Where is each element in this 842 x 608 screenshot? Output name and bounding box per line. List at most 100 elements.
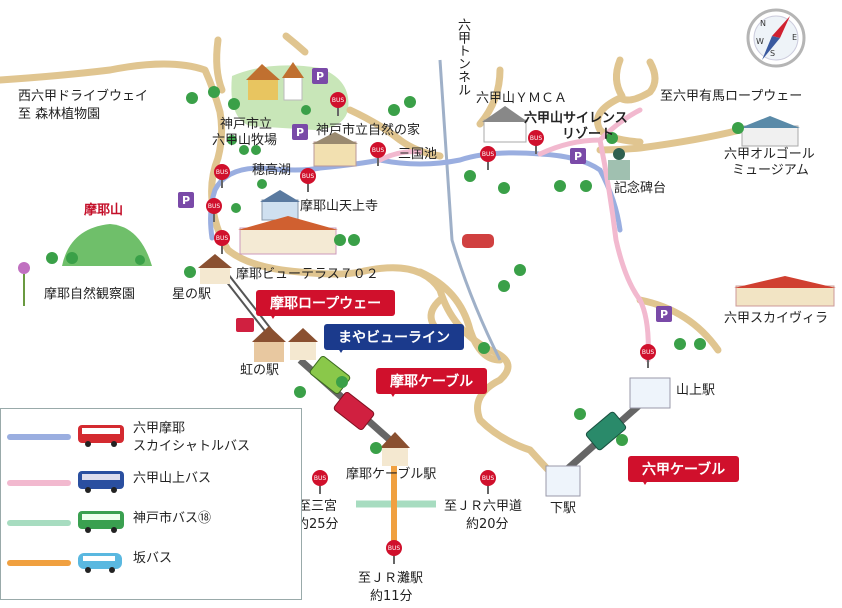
label-jr-nada-time: 約11分	[370, 589, 413, 604]
parking-icon: P	[292, 124, 308, 140]
bus-stop-icon: BUS	[312, 470, 328, 494]
parking-text: P	[316, 70, 324, 83]
label-silence-resort-1: 六甲山サイレンス	[524, 111, 628, 126]
parking-text: P	[296, 126, 304, 139]
bus-stop-icon: BUS	[330, 92, 346, 116]
parking-text: P	[660, 308, 668, 321]
label-arima-ropeway: 至六甲有馬ロープウェー	[660, 89, 803, 104]
legend-text-saka: 坂バス	[133, 551, 173, 566]
rokko-tunnel-line	[438, 59, 502, 361]
red-car	[462, 234, 494, 248]
label-rokko-ranch-1: 神戸市立	[220, 117, 273, 132]
label-sanjo-eki: 山上駅	[676, 383, 716, 398]
label-nishi-rokko-drive: 西六甲ドライブウェイ	[18, 89, 149, 104]
route-legend: 六甲摩耶 スカイシャトルバス 六甲山上バス 神戸市バス⑱ 坂バス	[0, 408, 302, 600]
bus-stop-icon: BUS	[370, 142, 386, 166]
bus-icon	[78, 425, 124, 447]
parking-icon: P	[656, 306, 672, 322]
parking-icon: P	[178, 192, 194, 208]
bus-stop-text: BUS	[482, 151, 495, 158]
legend-text-city: 神戸市バス⑱	[133, 511, 212, 526]
label-sannomiya-time: 約25分	[296, 517, 339, 532]
bus-icon	[78, 471, 124, 493]
parking-signs: P P P P P	[178, 68, 672, 322]
label-shizen-no-ie: 神戸市立自然の家	[316, 123, 421, 138]
legend-line-city	[7, 520, 71, 526]
compass-n: N	[760, 19, 766, 28]
bus-stop-icon: BUS	[214, 230, 230, 254]
bus-stop-icon: BUS	[214, 164, 230, 188]
legend-row: 神戸市バス⑱	[1, 505, 301, 541]
bus-stop-icon: BUS	[528, 130, 544, 154]
label-silence-resort-2: リゾート	[562, 127, 615, 142]
maya-cable-car-lower	[333, 391, 375, 431]
bus-stop-text: BUS	[372, 147, 385, 154]
label-to-jr-rokkomichi: 至ＪＲ六甲道	[444, 499, 523, 514]
label-maya-nature-garden: 摩耶自然観察園	[44, 287, 136, 302]
bus-stop-icon: BUS	[480, 146, 496, 170]
label-to-sannomiya: 至三宮	[298, 499, 338, 514]
label-rokko-ranch-2: 六甲山牧場	[212, 133, 278, 148]
label-orgel-museum-2: ミュージアム	[732, 163, 809, 178]
label-sankokuike: 三国池	[398, 147, 438, 162]
banner-maya-ropeway: 摩耶ロープウェー	[256, 290, 396, 319]
bus-stop-text: BUS	[530, 135, 543, 142]
label-maya-cable-station: 摩耶ケーブル駅	[346, 467, 437, 482]
bus-stop-text: BUS	[216, 169, 229, 176]
label-hoshi-no-eki: 星の駅	[172, 287, 212, 302]
maya-ropeway-line	[221, 275, 273, 341]
legend-line-sanjo	[7, 480, 71, 486]
compass-s: S	[770, 49, 775, 58]
legend-text-shuttle-1: 六甲摩耶	[133, 421, 186, 436]
bus-stop-icon: BUS	[300, 168, 316, 192]
label-kinenhitai: 記念碑台	[614, 181, 667, 196]
bus-icon	[78, 511, 124, 533]
parking-icon: P	[570, 148, 586, 164]
ropeway-gondola	[236, 318, 254, 332]
bus-stop-text: BUS	[302, 173, 315, 180]
banner-maya-view-line: まやビューライン	[324, 324, 464, 353]
legend-line-shuttle	[7, 434, 71, 440]
label-ymca: 六甲山ＹＭＣＡ	[476, 91, 568, 106]
parking-text: P	[574, 150, 582, 163]
bus-icon	[78, 553, 122, 573]
bus-stop-icon: BUS	[480, 470, 496, 494]
banner-rokko-cable: 六甲ケーブル	[628, 456, 740, 485]
buildings	[198, 62, 836, 497]
bus-stop-text: BUS	[216, 235, 229, 242]
compass-w: W	[756, 37, 764, 46]
parking-text: P	[182, 194, 190, 207]
bus-stop-text: BUS	[642, 349, 655, 356]
label-rokko-tunnel: 六甲トンネル	[454, 18, 470, 96]
parking-icon: P	[312, 68, 328, 84]
trees	[46, 86, 744, 454]
bus-stop-icon: BUS	[640, 344, 656, 368]
maya-cable-car-upper	[309, 355, 351, 395]
bus-stops: BUS BUS BUS BUS BUS BUS BUS BUS BUS BUS BUS BUS	[206, 92, 656, 564]
label-hotakako: 穂高湖	[252, 163, 292, 178]
legend-row: 六甲山上バス	[1, 465, 301, 501]
compass-icon: N E S W	[746, 8, 806, 68]
bus-stop-icon: BUS	[386, 540, 402, 564]
banner-maya-cable: 摩耶ケーブル	[376, 368, 488, 397]
legend-row: 坂バス	[1, 545, 301, 581]
compass-e: E	[792, 33, 797, 42]
legend-text-sanjo: 六甲山上バス	[133, 471, 212, 486]
bus-stop-text: BUS	[482, 475, 495, 482]
legend-row: 六甲摩耶 スカイシャトルバス	[1, 419, 301, 455]
label-niji-no-eki: 虹の駅	[240, 363, 280, 378]
flower-icon	[18, 262, 30, 306]
bus-stop-text: BUS	[388, 545, 401, 552]
bus-stop-text: BUS	[314, 475, 327, 482]
label-jr-rokkomichi-time: 約20分	[466, 517, 509, 532]
label-tenjoji: 摩耶山天上寺	[300, 199, 379, 214]
label-orgel-museum-1: 六甲オルゴール	[724, 147, 815, 162]
label-view-terrace: 摩耶ビューテラス７０２	[236, 267, 379, 282]
rokko-cable-car	[585, 411, 627, 451]
label-shimo-eki: 下駅	[550, 501, 577, 516]
bus-stop-icon: BUS	[206, 198, 222, 222]
legend-line-saka	[7, 560, 71, 566]
sanjo-bus-route	[377, 107, 651, 363]
label-shinrin-botanical: 至 森林植物園	[18, 107, 101, 122]
